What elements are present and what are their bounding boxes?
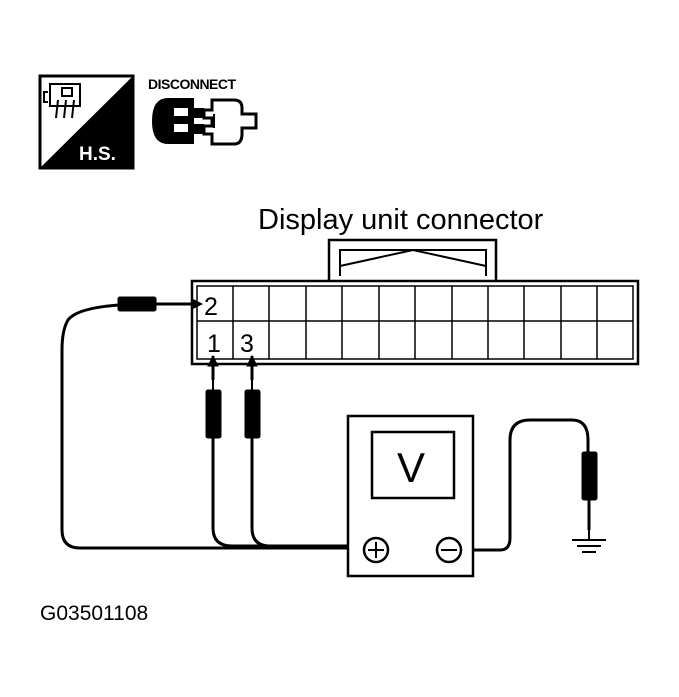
connector-title: Display unit connector (258, 204, 544, 236)
voltmeter (346, 414, 475, 578)
connector-disconnect-icon (152, 98, 258, 146)
pin-2-label: 2 (204, 293, 218, 321)
probe-bodies (117, 296, 598, 501)
meter-display-label: V (397, 444, 425, 491)
figure-id: G03501108 (40, 602, 148, 625)
positive-terminal-icon (362, 536, 390, 564)
display-unit-connector (190, 238, 640, 366)
negative-terminal-icon (435, 536, 463, 564)
ground-icon (572, 530, 606, 553)
pin-1-label: 1 (207, 330, 221, 358)
disconnect-label: DISCONNECT (148, 76, 237, 92)
pin-3-label: 3 (240, 330, 254, 358)
harness-side-label: H.S. (79, 144, 116, 165)
harness-connector-icon (38, 74, 135, 170)
probe-wires (60, 302, 591, 552)
